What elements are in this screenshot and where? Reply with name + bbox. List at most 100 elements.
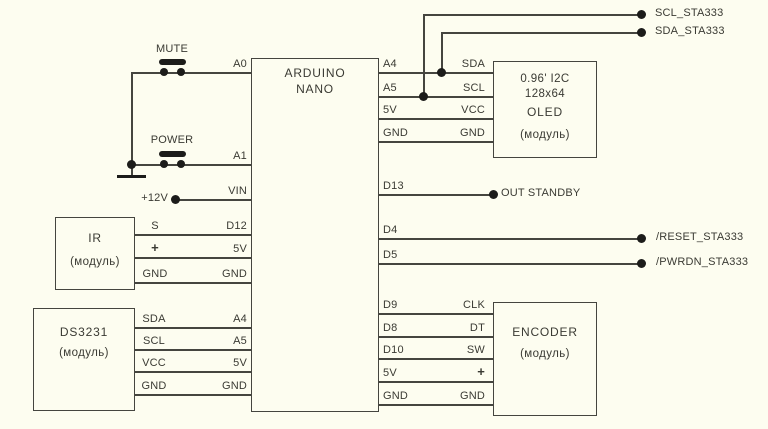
terminal-dot [636, 9, 646, 19]
encoder-module-box [493, 302, 597, 416]
oled-title-module: (модуль) [520, 129, 570, 141]
pin-label-enc-sw: SW [466, 344, 485, 356]
pin-label-oled-sda: SDA [461, 58, 485, 70]
wire-d8-dt [379, 336, 493, 338]
pin-label-enc-gnd: GND [459, 390, 485, 402]
pin-label-enc-plus: + [477, 364, 485, 379]
power-switch-button [159, 151, 186, 157]
terminal-dot [170, 194, 180, 204]
oled-module-box [493, 61, 597, 158]
junction-dot [436, 67, 446, 77]
junction-dot [418, 91, 428, 101]
ir-title-module: (модуль) [70, 256, 120, 268]
net-label-scl-sta333: SCL_STA333 [655, 7, 724, 19]
ir-title-name: IR [88, 231, 102, 245]
pin-label-d5: D5 [383, 249, 398, 261]
pin-label-oled-gnd: GND [459, 127, 485, 139]
wire-d9-clk [379, 313, 493, 315]
net-label-reset-sta333: /RESET_STA333 [656, 231, 744, 243]
wire-vcc-5v-ds [135, 371, 251, 373]
wire-5v-encoder [379, 381, 493, 383]
mute-switch-button [159, 59, 186, 65]
pin-label-5v-ds-side: 5V [233, 357, 247, 369]
encoder-title-name: ENCODER [512, 325, 578, 339]
power-switch-label: POWER [150, 134, 194, 146]
ir-module-box [55, 217, 135, 290]
wire-ground-stub [131, 164, 133, 176]
wire-sda-vertical [441, 32, 443, 72]
terminal-dot [636, 258, 646, 268]
wire-sda-sta333 [441, 32, 641, 34]
wire-gnd-ir [135, 282, 251, 284]
terminal-dot [488, 189, 498, 199]
wire-scl-sta333 [423, 14, 641, 16]
pin-label-ds-scl: SCL [143, 335, 165, 347]
oled-title-size: 0.96' I2C [520, 73, 570, 85]
wire-5v-vcc-oled [379, 118, 493, 120]
pin-label-5v-ir-side: 5V [233, 243, 247, 255]
pin-label-gnd-enc-side: GND [383, 390, 409, 402]
pin-label-vin: VIN [228, 185, 247, 197]
wire-a5-scl-oled [379, 96, 493, 98]
wire-a0-mute [131, 72, 251, 74]
terminal-dot [636, 27, 646, 37]
pin-label-ir-s: S [151, 220, 159, 232]
wire-vin-12v [175, 199, 251, 201]
pin-label-d13: D13 [383, 180, 404, 192]
pin-label-d9: D9 [383, 299, 398, 311]
mute-contact-dot [177, 68, 185, 76]
wire-d10-sw [379, 358, 493, 360]
pin-label-d12: D12 [226, 220, 247, 232]
pin-label-gnd-ir-side: GND [221, 268, 247, 280]
net-label-out-standby: OUT STANDBY [501, 187, 581, 199]
wire-d4-reset [379, 238, 641, 240]
supply-12v-label: +12V [141, 192, 168, 204]
pin-label-a5-left: A5 [233, 335, 247, 347]
pin-label-ir-plus: + [151, 240, 159, 255]
terminal-dot [636, 233, 646, 243]
pin-label-oled-vcc: VCC [461, 104, 485, 116]
pin-label-gnd-ds-side: GND [221, 380, 247, 392]
wire-a1-power [131, 164, 251, 166]
wire-scl-a5 [135, 349, 251, 351]
mute-contact-dot [160, 68, 168, 76]
wire-s-d12 [135, 234, 251, 236]
pin-label-enc-clk: CLK [463, 299, 485, 311]
arduino-title: ARDUINO [284, 66, 346, 80]
ds3231-title-name: DS3231 [59, 325, 109, 339]
pin-label-a4-left: A4 [233, 313, 247, 325]
pin-label-gnd-oled-side: GND [383, 127, 409, 139]
ds3231-module-box [33, 308, 135, 411]
oled-title-resolution: 128x64 [524, 88, 566, 100]
power-contact-dot [160, 160, 168, 168]
encoder-title-module: (модуль) [520, 348, 570, 360]
wire-sda-a4 [135, 327, 251, 329]
wire-scl-vertical [423, 14, 425, 96]
wire-d5-pwrdn [379, 263, 641, 265]
power-contact-dot [177, 160, 185, 168]
pin-label-a0: A0 [233, 58, 247, 70]
pin-label-ds-sda: SDA [142, 313, 166, 325]
junction-dot [126, 159, 136, 169]
net-label-sda-sta333: SDA_STA333 [655, 25, 725, 37]
pin-label-ds-gnd: GND [141, 380, 167, 392]
net-label-pwrdn-sta333: /PWRDN_STA333 [656, 256, 749, 268]
ds3231-title-module: (модуль) [59, 347, 109, 359]
pin-label-oled-scl: SCL [463, 82, 485, 94]
pin-label-5v-oled-side: 5V [383, 104, 397, 116]
pin-label-a5-right: A5 [383, 82, 397, 94]
wire-a4-sda-oled [379, 72, 493, 74]
oled-title-name: OLED [527, 105, 563, 119]
pin-label-5v-enc-side: 5V [383, 367, 397, 379]
pin-label-ir-gnd: GND [142, 268, 168, 280]
pin-label-d10: D10 [383, 344, 404, 356]
mute-switch-label: MUTE [156, 43, 188, 55]
pin-label-enc-dt: DT [469, 322, 485, 334]
pin-label-ds-vcc: VCC [142, 357, 166, 369]
wire-gnd-oled [379, 141, 493, 143]
wire-plus-5v-ir [135, 257, 251, 259]
wire-gnd-encoder [379, 404, 493, 406]
pin-label-d4: D4 [383, 224, 398, 236]
wire-mute-power-vertical [131, 72, 133, 164]
